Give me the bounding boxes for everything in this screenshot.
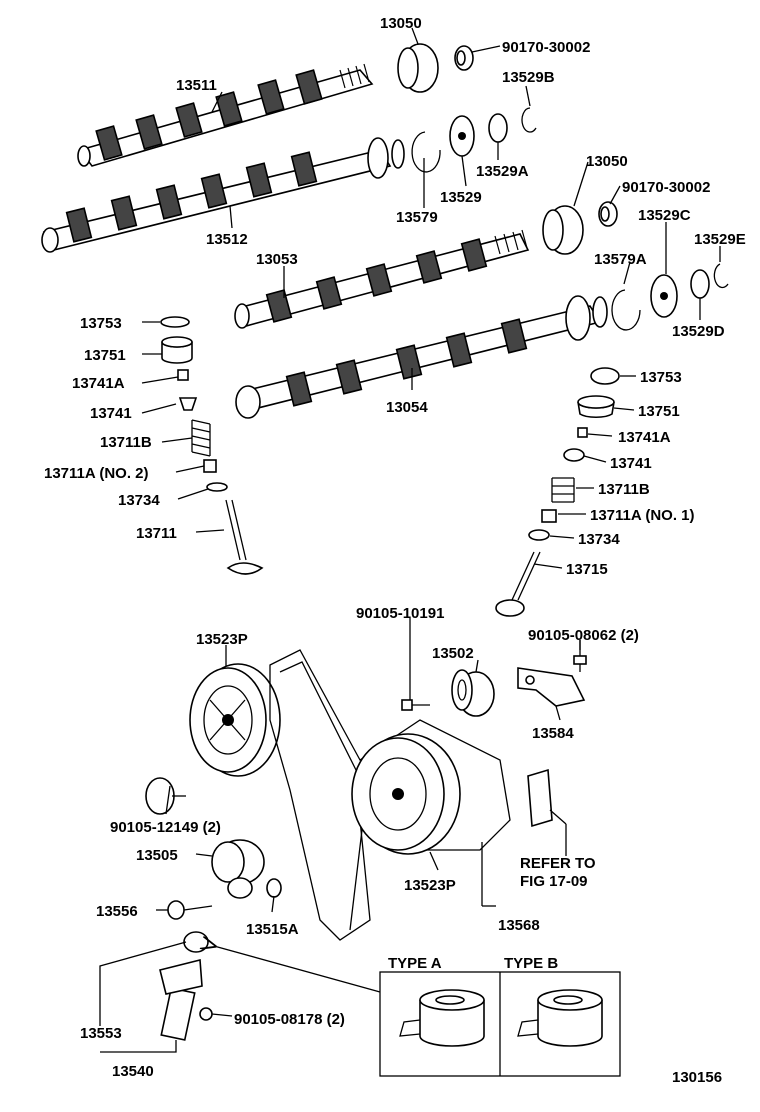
- callout-label: 13512: [206, 231, 248, 248]
- callout-label: 13053: [256, 251, 298, 268]
- callout-label: REFER TO: [520, 855, 596, 872]
- bracket-13584: [517, 640, 587, 707]
- figure-code: 130156: [672, 1069, 722, 1086]
- camshaft-13054: [235, 295, 608, 419]
- callout-label: 13050: [380, 15, 422, 32]
- callout-label: 13529C: [638, 207, 691, 224]
- callout-label: 13050: [586, 153, 628, 170]
- camshaft-13511: [77, 63, 374, 167]
- timing-pulley-13523p-left: [189, 663, 281, 777]
- callout-label: FIG 17-09: [520, 873, 588, 890]
- callout-label: 13511: [176, 77, 217, 94]
- callout-label: 90105-08178 (2): [234, 1011, 345, 1028]
- tensioner-assy-13540: [159, 931, 213, 1041]
- callout-label: 13579A: [594, 251, 647, 268]
- callout-label: 13515A: [246, 921, 299, 938]
- callout-label: 13568: [498, 917, 540, 934]
- valve-train-right: [495, 367, 620, 617]
- callout-label: 13711B: [598, 481, 650, 498]
- callout-label: 13529B: [502, 69, 555, 86]
- timing-pulley-13523p-center: [351, 733, 461, 855]
- tensioner-13505: [211, 839, 282, 899]
- type-arrow: [214, 946, 381, 993]
- callout-label: 13529E: [694, 231, 746, 248]
- callout-label: 13711A (NO. 1): [590, 507, 695, 524]
- callout-label: 13579: [396, 209, 438, 226]
- valve-train-left: [160, 316, 264, 575]
- callout-label: 13741: [610, 455, 652, 472]
- callout-label: 13529: [440, 189, 482, 206]
- camshaft-13053: [234, 229, 530, 329]
- callout-label: 13529A: [476, 163, 529, 180]
- bolt-90105-12149: [145, 777, 186, 815]
- callout-label: 13751: [638, 403, 680, 420]
- callout-label: 13540: [112, 1063, 154, 1080]
- type-variant-box: [379, 971, 621, 1077]
- idler-13502: [451, 669, 495, 717]
- callout-label: 13584: [532, 725, 574, 742]
- bolt-13556: [167, 900, 213, 920]
- belt-cover-fragment: [527, 768, 553, 828]
- callout-label: 13502: [432, 645, 474, 662]
- callout-label: 13711B: [100, 434, 152, 451]
- callout-label: 13751: [84, 347, 126, 364]
- callout-label: 90105-12149 (2): [110, 819, 221, 836]
- callout-label: 13741: [90, 405, 132, 422]
- callout-label: 13711: [136, 525, 177, 542]
- callout-label: 90105-10191: [356, 605, 444, 622]
- callout-label: 13753: [640, 369, 682, 386]
- callout-label: 13553: [80, 1025, 122, 1042]
- gear-13050-upper: [397, 43, 537, 173]
- callout-label: 13715: [566, 561, 608, 578]
- callout-label: 13734: [578, 531, 620, 548]
- callout-label: 13711A (NO. 2): [44, 465, 149, 482]
- gear-13050-lower: [542, 201, 729, 331]
- camshaft-13512: [41, 137, 405, 253]
- leader-lines: [99, 27, 721, 1053]
- callout-label: 13505: [136, 847, 178, 864]
- callout-label: 90170-30002: [622, 179, 710, 196]
- callout-label: 13523P: [196, 631, 248, 648]
- callout-label: 13529D: [672, 323, 725, 340]
- callout-label: 13054: [386, 399, 428, 416]
- callout-label: 13523P: [404, 877, 456, 894]
- callout-label: 90170-30002: [502, 39, 590, 56]
- callout-label: 13753: [80, 315, 122, 332]
- callout-label: 13741A: [618, 429, 671, 446]
- type-b-label: TYPE B: [504, 955, 558, 972]
- callout-label: 13741A: [72, 375, 125, 392]
- callout-label: 90105-08062 (2): [528, 627, 639, 644]
- callout-label: 13734: [118, 492, 160, 509]
- bolt-90105-10191: [401, 699, 430, 711]
- callout-label: 13556: [96, 903, 138, 920]
- type-a-label: TYPE A: [388, 955, 442, 972]
